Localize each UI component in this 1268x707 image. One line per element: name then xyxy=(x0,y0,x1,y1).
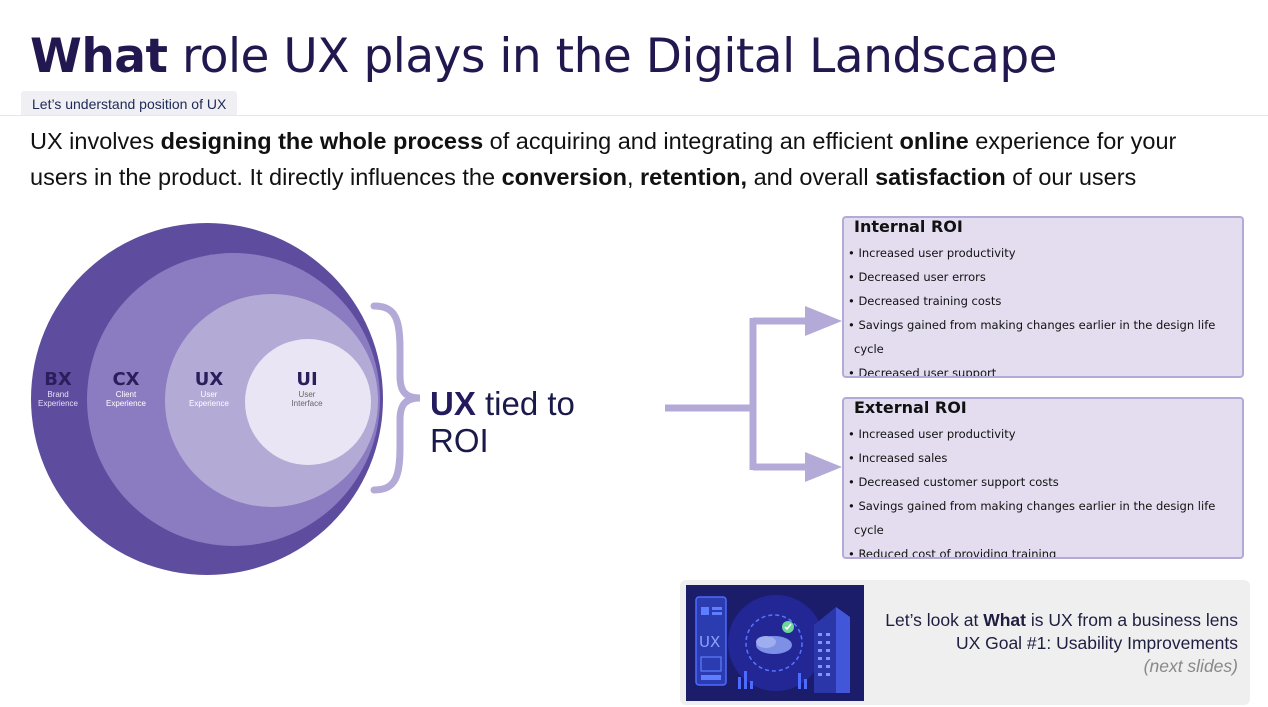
arrow-head-external xyxy=(805,452,842,482)
list-item: • Increased sales xyxy=(848,446,1242,470)
ux-label: UX User Experience xyxy=(169,370,249,408)
list-item: • Increased user productivity xyxy=(848,241,1242,265)
external-roi-title: External ROI xyxy=(844,399,1242,417)
divider xyxy=(0,115,1268,116)
subtitle-tab: Let’s understand position of UX xyxy=(21,91,237,115)
thumb-ux-text: UX xyxy=(699,633,720,651)
arrow-head-internal xyxy=(805,306,842,336)
list-item: • Decreased customer support costs xyxy=(848,470,1242,494)
ui-label: UI User Interface xyxy=(267,370,347,408)
internal-roi-title: Internal ROI xyxy=(844,218,1242,236)
connector-arrows xyxy=(660,300,846,490)
list-item: • Decreased user errors xyxy=(848,265,1242,289)
list-item: • Increased user productivity xyxy=(848,422,1242,446)
list-item: • Decreased user support xyxy=(848,361,1242,378)
internal-roi-box: Internal ROI • Increased user productivi… xyxy=(842,216,1244,378)
next-slide-text: Let’s look at What is UX from a business… xyxy=(885,609,1238,678)
cx-label: CX Client Experience xyxy=(86,370,166,408)
page-title: What role UX plays in the Digital Landsc… xyxy=(30,26,1057,88)
business-illustration: UX xyxy=(686,585,864,701)
list-item: • Decreased training costs xyxy=(848,289,1242,313)
list-item: • Savings gained from making changes ear… xyxy=(848,313,1242,361)
intro-paragraph: UX involves designing the whole process … xyxy=(30,123,1235,195)
list-item: • Reduced cost of providing training xyxy=(848,542,1242,559)
list-item: • Savings gained from making changes ear… xyxy=(848,494,1242,542)
curly-brace xyxy=(368,300,428,496)
external-roi-box: External ROI • Increased user productivi… xyxy=(842,397,1244,559)
